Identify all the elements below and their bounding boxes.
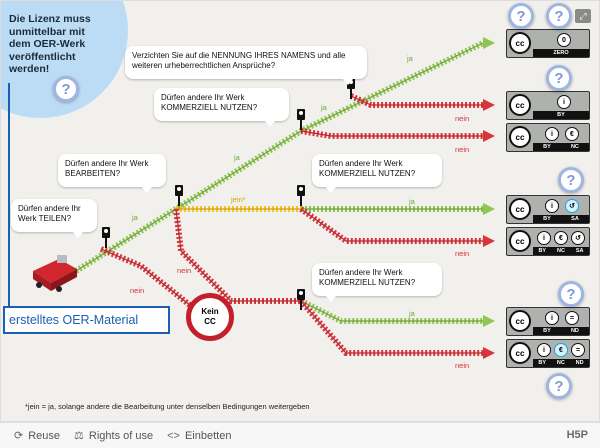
h5p-action-bar: ⟳ Reuse ⚖ Rights of use <> Einbetten H5P — [0, 422, 600, 448]
embed-button[interactable]: <> Einbetten — [167, 430, 231, 442]
question-verzicht: Verzichten Sie auf die NENNUNG IHRES NAM… — [125, 46, 367, 85]
by-icon: i — [537, 231, 551, 245]
rights-of-use-button[interactable]: ⚖ Rights of use — [74, 429, 154, 443]
label-ja: ja — [321, 103, 327, 112]
label-ja: ja — [132, 213, 138, 222]
question-kommerziell-nd: Dürfen andere Ihr Werk KOMMERZIELL NUTZE… — [312, 263, 442, 302]
cc-icon: cc — [509, 126, 531, 148]
signal-icon — [297, 185, 305, 206]
nd-icon: = — [565, 311, 579, 325]
corner-info-text: Die Lizenz muss unmittelbar mit dem OER-… — [9, 13, 91, 75]
label-nein: nein — [455, 145, 470, 154]
help-hotspot-cc0-a[interactable]: ? — [508, 3, 534, 29]
help-hotspot-by-nd[interactable]: ? — [558, 281, 584, 307]
question-kommerziell-sa: Dürfen andere Ihr Werk KOMMERZIELL NUTZE… — [312, 154, 442, 193]
h5p-logo[interactable]: H5P — [566, 429, 588, 441]
embed-icon: <> — [167, 429, 180, 442]
label-ja: ja — [409, 197, 415, 206]
label-jein: jein* — [231, 195, 246, 204]
label-nein: nein — [130, 286, 145, 295]
by-icon: i — [545, 311, 559, 325]
help-hotspot-cc0-b[interactable]: ? — [546, 3, 572, 29]
label-nein: nein — [455, 114, 470, 123]
cc-icon: cc — [509, 342, 531, 364]
cc-icon: cc — [509, 198, 531, 220]
label-nein: nein — [455, 249, 470, 258]
railway-tracks — [8, 37, 495, 359]
reuse-label: Reuse — [28, 429, 61, 442]
by-icon: i — [545, 199, 559, 213]
diagram-stage: Die Lizenz muss unmittelbar mit dem OER-… — [0, 0, 600, 422]
kein-cc-sign: Kein CC — [186, 293, 234, 341]
nc-icon: € — [554, 343, 568, 357]
question-kommerziell-by: Dürfen andere Ihr Werk KOMMERZIELL NUTZE… — [154, 88, 289, 127]
label-ja: ja — [409, 309, 415, 318]
expand-icon[interactable]: ⤢ — [575, 9, 591, 23]
help-hotspot-corner[interactable]: ? — [53, 76, 79, 102]
help-hotspot-by-nc-nd[interactable]: ? — [546, 373, 572, 399]
reuse-button[interactable]: ⟳ Reuse — [14, 429, 61, 443]
nc-icon: € — [565, 127, 579, 141]
help-hotspot-by-sa[interactable]: ? — [558, 167, 584, 193]
rights-label: Rights of use — [88, 429, 154, 442]
nd-icon: = — [571, 343, 585, 357]
kein-cc-line2: CC — [204, 317, 216, 326]
zero-icon: 0 — [557, 33, 571, 47]
cc-icon: cc — [509, 94, 531, 116]
signal-icon — [297, 289, 305, 310]
sa-icon: ↺ — [565, 199, 579, 213]
by-icon: i — [537, 343, 551, 357]
license-codes: BY — [533, 111, 589, 119]
help-hotspot-by[interactable]: ? — [546, 65, 572, 91]
question-teilen: Dürfen andere Ihr Werk TEILEN? — [11, 199, 97, 238]
embed-label: Einbetten — [184, 429, 232, 442]
footnote: *jein = ja, solange andere die Bearbeitu… — [25, 402, 310, 411]
rights-icon: ⚖ — [74, 430, 84, 442]
sa-icon: ↺ — [571, 231, 585, 245]
label-nein: nein — [177, 266, 192, 275]
signal-icon — [175, 185, 183, 206]
signal-icon — [102, 227, 110, 248]
license-badge-by: cc i BY — [506, 91, 590, 120]
label-nein: nein — [455, 361, 470, 370]
cc-icon: cc — [509, 32, 531, 54]
reuse-icon: ⟳ — [14, 430, 24, 442]
label-ja: ja — [407, 54, 413, 63]
cc-icon: cc — [509, 230, 531, 252]
signal-icon — [297, 109, 305, 130]
label-ja: ja — [234, 153, 240, 162]
question-bearbeiten: Dürfen andere Ihr Werk BEARBEITEN? — [58, 154, 166, 193]
license-badge-cc0: cc 0 ZERO — [506, 29, 590, 58]
license-codes: ZERO — [533, 49, 589, 57]
by-icon: i — [557, 95, 571, 109]
cc-icon: cc — [509, 310, 531, 332]
train-icon — [33, 255, 77, 292]
nc-icon: € — [554, 231, 568, 245]
kein-cc-line1: Kein — [201, 307, 219, 316]
start-oer-material: erstelltes OER-Material — [3, 306, 170, 334]
by-icon: i — [545, 127, 559, 141]
